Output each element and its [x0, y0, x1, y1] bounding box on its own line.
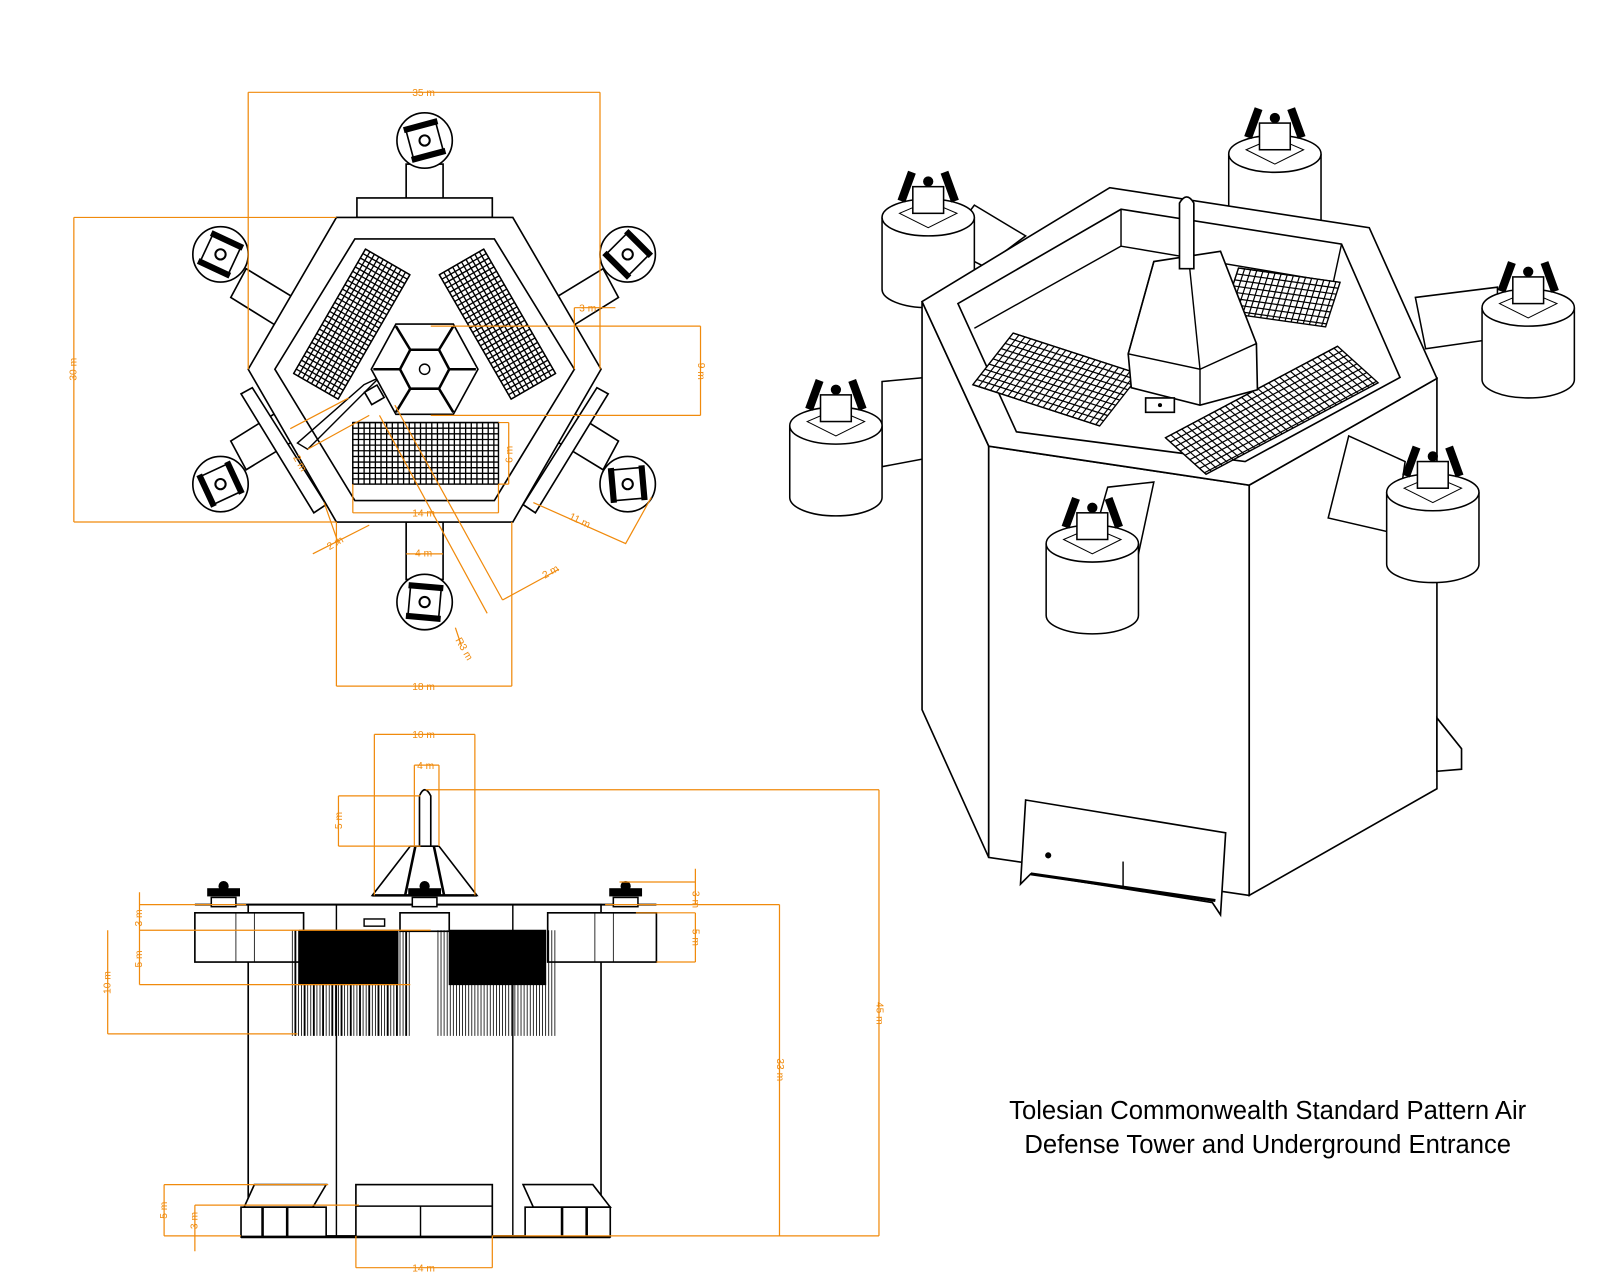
title-line-1: Tolesian Commonwealth Standard Pattern A…: [1009, 1097, 1527, 1125]
dim-5m-right: 5 m: [690, 929, 701, 946]
elev-turret: [408, 881, 442, 908]
elevation-view: 10 m 4 m 5 m 45 m 33 m 3 m 5 m 3 m 5 m 1…: [102, 730, 884, 1274]
iso-command-pyramid: [1127, 196, 1259, 414]
elev-pod-left: [194, 911, 305, 963]
dim-33m: 33 m: [774, 1058, 785, 1081]
dim-4m-cone-top: 4 m: [417, 761, 434, 772]
dim-2m-wall: 2 m: [325, 535, 345, 553]
dim-10m-left: 10 m: [102, 971, 113, 994]
title-line-2: Defense Tower and Underground Entrance: [1024, 1131, 1511, 1159]
turret-pod: [599, 455, 657, 513]
iso-turret-pod: [1045, 481, 1155, 635]
elev-launcher-right: [448, 929, 547, 986]
elev-spire: [418, 788, 432, 847]
plan-top-block: [356, 197, 494, 219]
iso-launcher-right: [1164, 345, 1380, 476]
dim-r3m: R3 m: [453, 636, 475, 663]
dim-14m: 14 m: [412, 509, 435, 520]
isometric-view: [788, 107, 1576, 918]
plan-view: 35 m 30 m 9 m 3 m 6 m 14 m 18 m 4 m 2 m …: [69, 88, 706, 693]
launcher-grid-upper-left: [292, 248, 411, 401]
dim-3m-entrance: 3 m: [190, 1212, 201, 1229]
turret-pod: [599, 225, 657, 283]
dim-6m: 6 m: [504, 446, 515, 463]
dim-4m: 4 m: [415, 549, 432, 560]
plan-dimensions: [73, 91, 702, 687]
iso-entrance: [1019, 799, 1227, 918]
turret-radar: [418, 134, 431, 147]
turret-radar: [214, 477, 227, 491]
dim-30m: 30 m: [69, 358, 80, 381]
dim-2m-path: 2 m: [541, 563, 561, 581]
turret-radar: [214, 248, 227, 261]
iso-launcher-box: [819, 394, 853, 423]
iso-spire: [1178, 196, 1195, 270]
iso-launcher-box: [912, 185, 945, 215]
central-command-hexagon: [370, 323, 479, 416]
launcher-grid-upper-right: [438, 248, 557, 401]
dim-11m: 11 m: [567, 512, 592, 531]
turret-radar: [418, 595, 431, 609]
turret-pod: [396, 573, 454, 631]
dim-10m-cone: 10 m: [412, 730, 435, 741]
drawing-title: Tolesian Commonwealth Standard Pattern A…: [1009, 1097, 1527, 1159]
turret-radar: [621, 248, 634, 261]
dim-5m-left: 5 m: [134, 950, 145, 967]
elev-launcher-stripes: [291, 930, 556, 1036]
iso-launcher-left: [971, 332, 1142, 427]
iso-launcher-back: [1223, 267, 1342, 328]
dim-18m: 18 m: [412, 682, 435, 693]
dim-5m-entrance: 5 m: [159, 1202, 170, 1219]
elevation-dimensions: [107, 733, 880, 1269]
dim-3m-left: 3 m: [134, 909, 145, 926]
iso-turret-pod: [1414, 261, 1576, 399]
elev-turret: [609, 881, 643, 908]
launcher-grid-bottom: [352, 421, 500, 485]
elev-entrances: [240, 1183, 612, 1239]
iso-turret-pod: [1327, 434, 1480, 584]
elev-pod-right: [546, 911, 658, 963]
turret-pod: [192, 225, 250, 283]
iso-launcher-box: [1258, 122, 1292, 151]
dim-3m: 3 m: [579, 303, 596, 314]
turret-pod: [396, 111, 454, 170]
plan-turret-pods: [192, 111, 657, 631]
dim-3m-right: 3 m: [690, 891, 701, 908]
turret-radar: [621, 477, 634, 491]
dim-35m: 35 m: [412, 88, 435, 99]
elev-turrets: [207, 881, 643, 908]
dim-14m-entrance: 14 m: [412, 1263, 435, 1274]
dim-45m: 45 m: [873, 1002, 884, 1025]
iso-launcher-box: [1076, 512, 1109, 541]
dim-5m-spire: 5 m: [334, 812, 345, 829]
elevation-dimension-labels: 10 m 4 m 5 m 45 m 33 m 3 m 5 m 3 m 5 m 1…: [102, 730, 884, 1274]
iso-launcher-box: [1512, 276, 1545, 305]
dim-9m: 9 m: [695, 363, 706, 380]
plan-hatch: [363, 383, 386, 406]
elev-turret: [207, 881, 240, 908]
turret-pod: [192, 455, 250, 513]
iso-launcher-box: [1416, 460, 1449, 489]
